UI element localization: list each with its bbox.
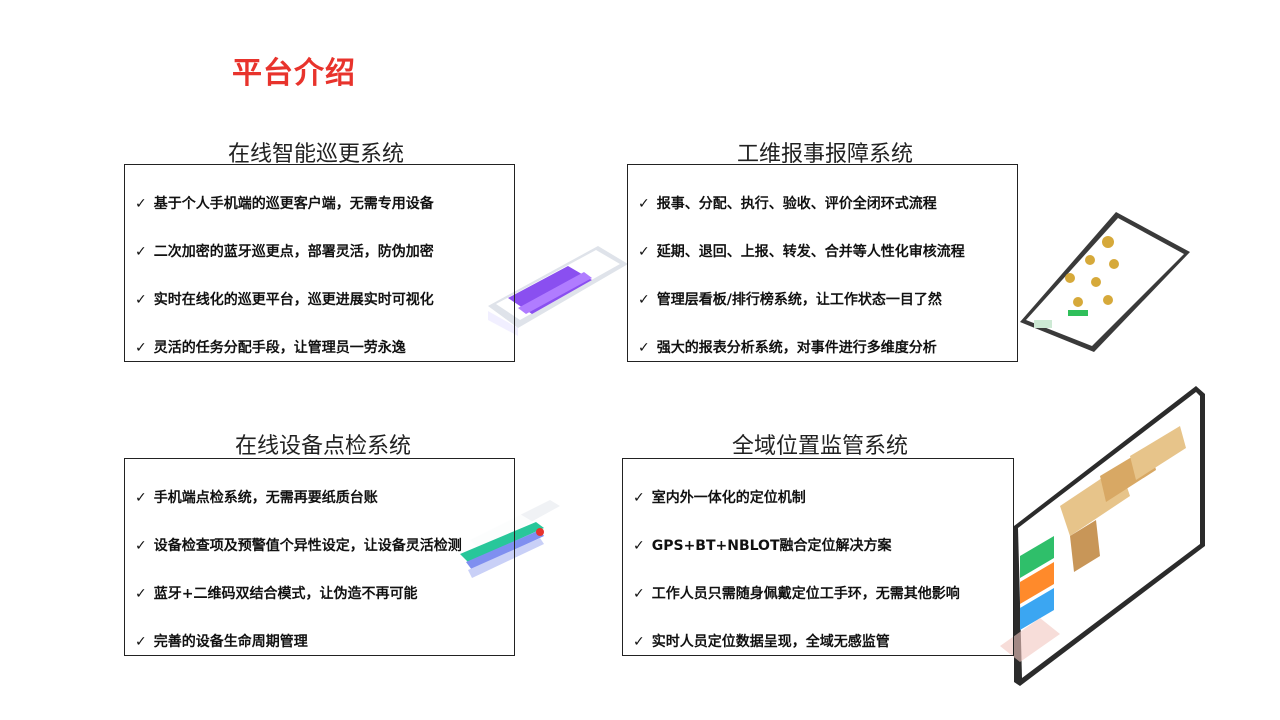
feature-box-patrol: ✓基于个人手机端的巡更客户端，无需专用设备 ✓二次加密的蓝牙巡更点，部署灵活，防… bbox=[124, 164, 515, 362]
feature-item: ✓设备检查项及预警值个异性设定，让设备灵活检测 bbox=[135, 538, 462, 554]
feature-box-inspection: ✓手机端点检系统，无需再要纸质台账 ✓设备检查项及预警值个异性设定，让设备灵活检… bbox=[124, 458, 515, 656]
check-icon: ✓ bbox=[638, 244, 650, 260]
check-icon: ✓ bbox=[638, 340, 650, 356]
section-title-patrol: 在线智能巡更系统 bbox=[228, 142, 405, 167]
check-icon: ✓ bbox=[135, 538, 147, 554]
section-title-location: 全域位置监管系统 bbox=[732, 434, 909, 459]
feature-item: ✓实时人员定位数据呈现，全域无感监管 bbox=[633, 634, 890, 650]
location-dashboard-screen-image bbox=[1000, 386, 1205, 686]
feature-item: ✓GPS+BT+NBLOT融合定位解决方案 bbox=[633, 538, 892, 554]
check-icon: ✓ bbox=[633, 634, 645, 650]
feature-item: ✓室内外一体化的定位机制 bbox=[633, 490, 806, 506]
check-icon: ✓ bbox=[135, 586, 147, 602]
feature-item: ✓灵活的任务分配手段，让管理员一劳永逸 bbox=[135, 340, 406, 356]
feature-item: ✓工作人员只需随身佩戴定位工手环，无需其他影响 bbox=[633, 586, 960, 602]
check-icon: ✓ bbox=[633, 538, 645, 554]
check-icon: ✓ bbox=[638, 196, 650, 212]
patrol-app-phone-image bbox=[488, 246, 628, 336]
check-icon: ✓ bbox=[638, 292, 650, 308]
check-icon: ✓ bbox=[135, 634, 147, 650]
check-icon: ✓ bbox=[633, 490, 645, 506]
check-icon: ✓ bbox=[135, 244, 147, 260]
section-title-maintenance: 工维报事报障系统 bbox=[737, 142, 914, 167]
feature-item: ✓基于个人手机端的巡更客户端，无需专用设备 bbox=[135, 196, 434, 212]
page-title: 平台介绍 bbox=[232, 56, 356, 91]
feature-item: ✓报事、分配、执行、验收、评价全闭环式流程 bbox=[638, 196, 937, 212]
inspection-app-tablet-image bbox=[440, 500, 560, 578]
check-icon: ✓ bbox=[135, 292, 147, 308]
feature-item: ✓延期、退回、上报、转发、合并等人性化审核流程 bbox=[638, 244, 965, 260]
feature-item: ✓手机端点检系统，无需再要纸质台账 bbox=[135, 490, 378, 506]
maintenance-app-phone-image bbox=[1020, 212, 1190, 352]
check-icon: ✓ bbox=[633, 586, 645, 602]
feature-box-maintenance: ✓报事、分配、执行、验收、评价全闭环式流程 ✓延期、退回、上报、转发、合并等人性… bbox=[627, 164, 1018, 362]
check-icon: ✓ bbox=[135, 490, 147, 506]
feature-item: ✓蓝牙+二维码双结合模式，让伪造不再可能 bbox=[135, 586, 418, 602]
check-icon: ✓ bbox=[135, 196, 147, 212]
feature-item: ✓管理层看板/排行榜系统，让工作状态一目了然 bbox=[638, 292, 942, 308]
feature-item: ✓实时在线化的巡更平台，巡更进展实时可视化 bbox=[135, 292, 434, 308]
feature-item: ✓二次加密的蓝牙巡更点，部署灵活，防伪加密 bbox=[135, 244, 434, 260]
feature-item: ✓完善的设备生命周期管理 bbox=[135, 634, 308, 650]
check-icon: ✓ bbox=[135, 340, 147, 356]
section-title-inspection: 在线设备点检系统 bbox=[235, 434, 412, 459]
feature-item: ✓强大的报表分析系统，对事件进行多维度分析 bbox=[638, 340, 937, 356]
feature-box-location: ✓室内外一体化的定位机制 ✓GPS+BT+NBLOT融合定位解决方案 ✓工作人员… bbox=[622, 458, 1014, 656]
